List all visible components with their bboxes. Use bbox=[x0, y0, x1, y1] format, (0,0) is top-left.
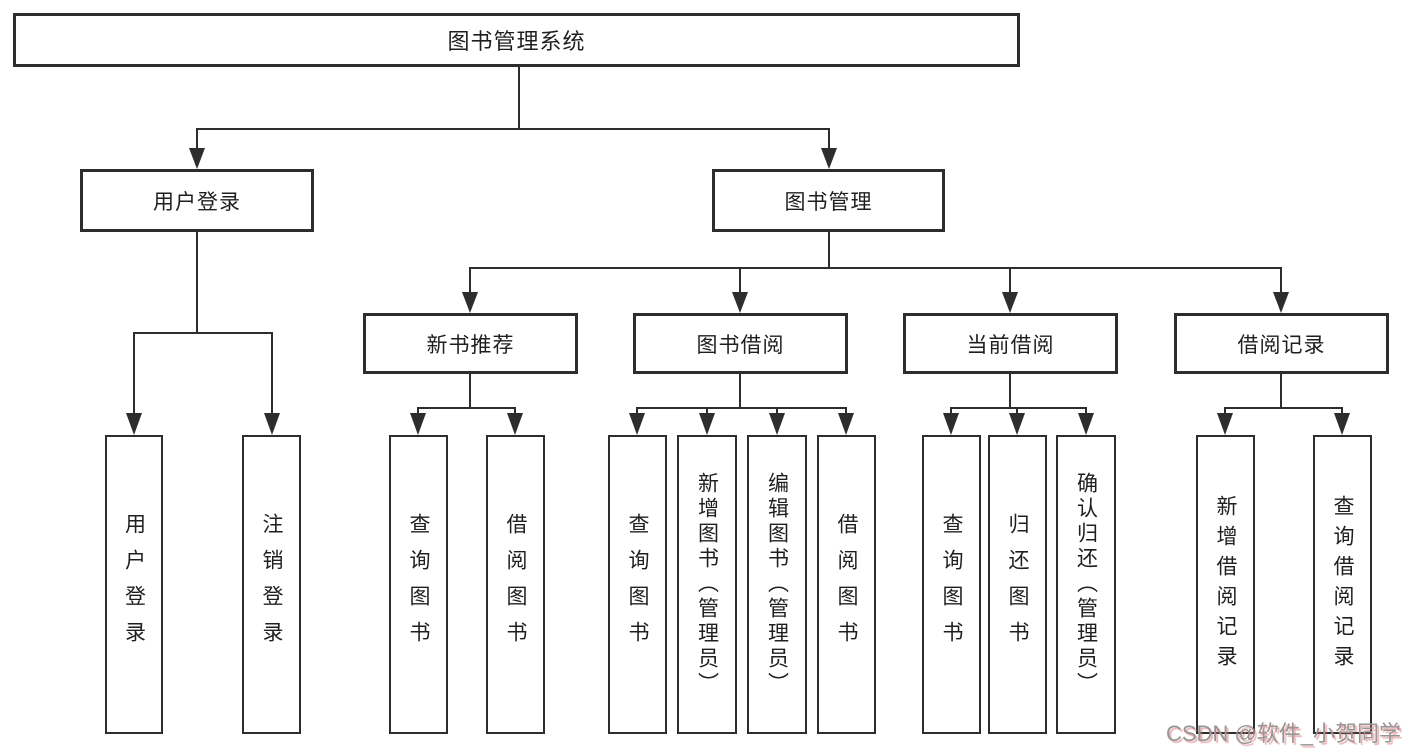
arrowhead bbox=[507, 413, 523, 435]
node-book-borrow: 图书借阅 bbox=[633, 313, 848, 374]
edges-new-book-recommend bbox=[410, 374, 523, 435]
edge-line bbox=[133, 232, 273, 414]
arrowhead bbox=[264, 413, 280, 435]
node-leaf-logout: 注销登录 bbox=[242, 435, 301, 734]
edge-line bbox=[1224, 374, 1343, 415]
arrowhead bbox=[629, 413, 645, 435]
arrowhead bbox=[769, 413, 785, 435]
node-user-login: 用户登录 bbox=[80, 169, 314, 232]
arrowhead bbox=[732, 292, 748, 313]
node-leaf-borrow-books-1: 借阅图书 bbox=[486, 435, 545, 734]
edges-root bbox=[189, 67, 837, 169]
node-root-system: 图书管理系统 bbox=[13, 13, 1020, 67]
edge-line bbox=[196, 67, 830, 152]
node-leaf-borrow-books-2: 借阅图书 bbox=[817, 435, 876, 734]
arrowhead bbox=[126, 413, 142, 435]
node-leaf-confirm-return-admin: 确认归还（管理员） bbox=[1056, 435, 1116, 734]
arrowhead bbox=[821, 148, 837, 169]
node-book-management: 图书管理 bbox=[712, 169, 945, 232]
node-leaf-edit-books-admin: 编辑图书（管理员） bbox=[747, 435, 807, 734]
edge-line bbox=[469, 232, 1282, 295]
edges-user-login bbox=[126, 232, 280, 435]
node-new-book-recommend: 新书推荐 bbox=[363, 313, 578, 374]
node-current-borrow: 当前借阅 bbox=[903, 313, 1118, 374]
arrowhead bbox=[943, 413, 959, 435]
arrowhead bbox=[462, 292, 478, 313]
node-leaf-return-books: 归还图书 bbox=[988, 435, 1047, 734]
arrowhead bbox=[1002, 292, 1018, 313]
arrowhead bbox=[410, 413, 426, 435]
arrowhead bbox=[1217, 413, 1233, 435]
node-leaf-query-books-3: 查询图书 bbox=[922, 435, 981, 734]
edges-borrow-records bbox=[1217, 374, 1350, 435]
edge-line bbox=[417, 374, 516, 415]
node-borrow-records: 借阅记录 bbox=[1174, 313, 1389, 374]
arrowhead bbox=[189, 148, 205, 169]
node-leaf-user-login: 用户登录 bbox=[105, 435, 163, 734]
edge-line bbox=[950, 374, 1087, 415]
node-leaf-add-books-admin: 新增图书（管理员） bbox=[677, 435, 737, 734]
node-leaf-add-borrow-record: 新增借阅记录 bbox=[1196, 435, 1255, 734]
node-leaf-query-books-1: 查询图书 bbox=[389, 435, 448, 734]
edges-book-management bbox=[462, 232, 1289, 313]
arrowhead bbox=[1273, 292, 1289, 313]
node-leaf-query-borrow-record: 查询借阅记录 bbox=[1313, 435, 1372, 734]
edge-line bbox=[636, 374, 847, 415]
arrowhead bbox=[1078, 413, 1094, 435]
edges-current-borrow bbox=[943, 374, 1094, 435]
arrowhead bbox=[1334, 413, 1350, 435]
node-leaf-query-books-2: 查询图书 bbox=[608, 435, 667, 734]
edges-book-borrow bbox=[629, 374, 854, 435]
csdn-watermark: CSDN @软件_小贺同学 bbox=[1165, 721, 1401, 746]
arrowhead bbox=[1009, 413, 1025, 435]
arrowhead bbox=[699, 413, 715, 435]
arrowhead bbox=[838, 413, 854, 435]
